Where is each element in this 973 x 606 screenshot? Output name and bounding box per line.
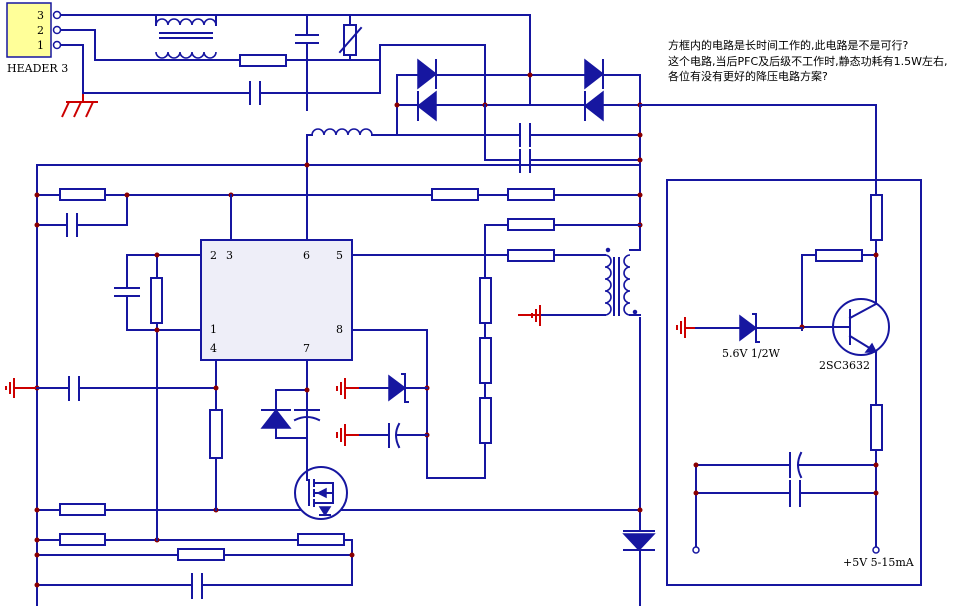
output-label: +5V 5-15mA [843,556,915,569]
bottom-cap [191,573,203,599]
input-resistor [239,54,287,67]
regulator-box [666,179,922,586]
left-cap [66,213,78,237]
controller-ic: 2 3 6 5 1 8 4 7 [200,239,353,361]
common-mode-choke [155,14,217,59]
ic-pin7-label: 7 [303,342,310,355]
bulk-capacitors [396,104,641,173]
pin8-capacitor [336,422,428,449]
left-rails [36,164,641,606]
note-line-2: 这个电路,当后PFC及后级不工作时,静态功耗有1.5W左右, [668,54,948,68]
ic-pin3-label: 3 [226,249,233,262]
ic-pin1-label: 1 [210,323,217,336]
ic-pin6-label: 6 [303,249,310,262]
input-capacitor [249,81,261,105]
ic-pin8-label: 8 [336,323,343,336]
note-line-1: 方框内的电路是长时间工作的,此电路是不是可行? [668,38,908,52]
pfc-inductor [306,128,398,246]
transformer-ground [518,305,541,326]
header-connector: 3 2 1 HEADER 3 [6,2,68,75]
ic-pin4-label: 4 [210,342,217,355]
gate-capacitor [293,409,321,422]
aux-transformer [539,247,641,316]
zener-label: 5.6V 1/2W [722,347,781,360]
header-pin1-label: 1 [37,39,44,52]
note-line-3: 各位有没有更好的降压电路方案? [668,69,828,83]
earth-ground-symbol [61,45,98,118]
pin8-zener [336,373,428,403]
bridge-rectifier [396,58,641,136]
x-capacitor [295,34,319,44]
mosfet [294,466,348,520]
left-ground-cap [5,376,217,401]
ic-pin2-label: 2 [210,249,217,262]
transistor-label: 2SC3632 [819,359,870,372]
regulator-circuit [676,194,890,554]
gate-zener [260,389,308,439]
header-pin3-label: 3 [37,9,44,22]
output-diode [622,530,656,606]
ic-pin5-label: 5 [336,249,343,262]
header-pin2-label: 2 [37,24,44,37]
input-wiring [60,14,531,111]
header-label: HEADER 3 [7,62,68,75]
varistor [338,24,363,56]
